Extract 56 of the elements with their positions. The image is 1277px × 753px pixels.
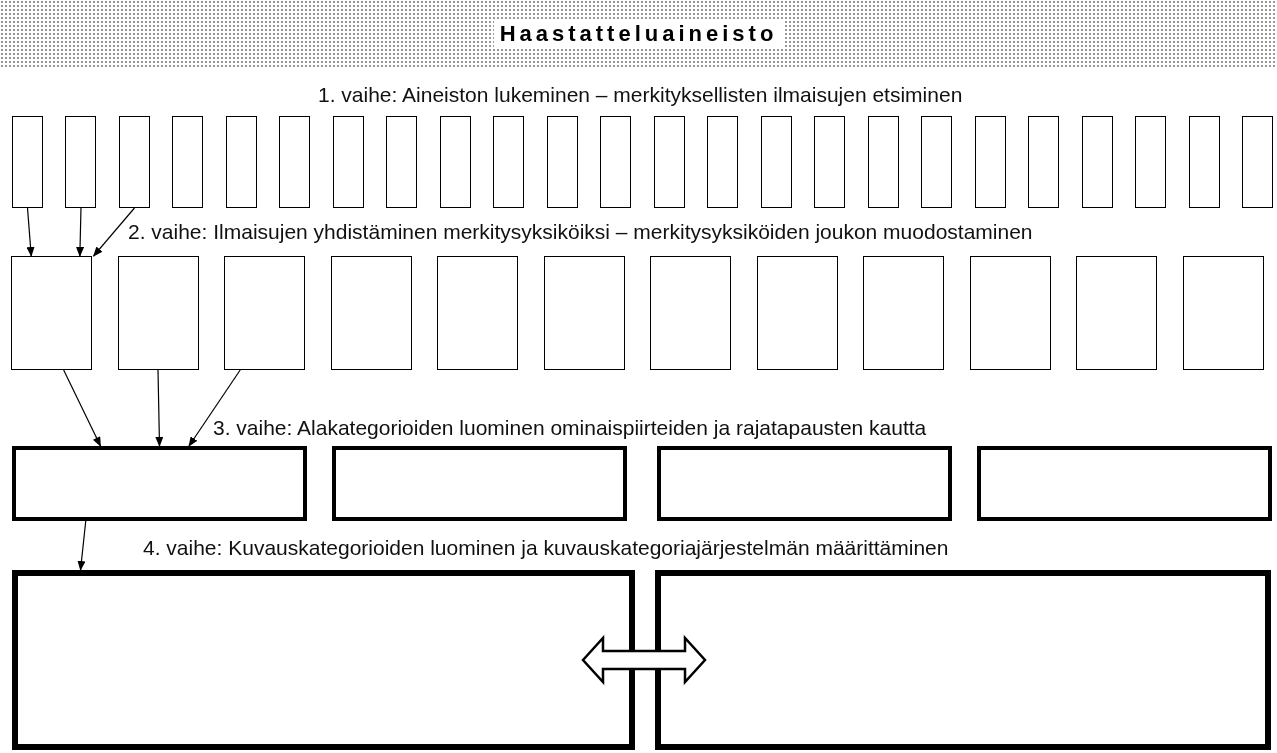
empty-box: [1076, 256, 1157, 370]
empty-box: [12, 446, 307, 521]
stage-heading: 4. vaihe: Kuvauskategorioiden luominen ja kuvauskategoriajärjestelmän määrittäminen: [143, 536, 949, 560]
arrow: [155, 369, 164, 447]
stage-heading: 1. vaihe: Aineiston lukeminen – merkityksellisten ilmaisujen etsiminen: [318, 83, 963, 107]
empty-box: [977, 446, 1272, 521]
arrow: [92, 207, 136, 257]
stage-heading: 2. vaihe: Ilmaisujen yhdistäminen merkitysyksiköiksi – merkitysyksiköiden joukon muodostaminen: [128, 220, 1033, 244]
empty-box: [437, 256, 518, 370]
empty-box: [117, 256, 199, 370]
empty-box: [969, 256, 1051, 370]
arrow: [63, 369, 102, 447]
empty-box: [225, 116, 257, 208]
empty-box: [118, 116, 150, 208]
title-band: [0, 0, 1277, 68]
stage-heading: 3. vaihe: Alakategorioiden luominen ominaispiirteiden ja rajatapausten kautta: [213, 416, 927, 440]
empty-box: [543, 256, 625, 370]
empty-box: [756, 256, 838, 370]
empty-box: [279, 116, 311, 208]
title-text: Haastatteluaineisto: [493, 21, 784, 47]
empty-box: [12, 116, 43, 208]
empty-box: [1135, 116, 1167, 208]
empty-box: [657, 446, 952, 521]
empty-box: [653, 116, 685, 208]
empty-box: [11, 256, 92, 370]
empty-box: [172, 116, 204, 208]
empty-box: [12, 570, 635, 750]
empty-box: [1242, 116, 1274, 208]
arrow: [76, 207, 85, 257]
empty-box: [332, 116, 364, 208]
empty-box: [1188, 116, 1220, 208]
empty-box: [650, 256, 731, 370]
empty-box: [1028, 116, 1060, 208]
empty-box: [814, 116, 846, 208]
empty-box: [760, 116, 792, 208]
empty-box: [1182, 256, 1264, 370]
empty-box: [439, 116, 471, 208]
empty-box: [224, 256, 305, 370]
empty-box: [707, 116, 739, 208]
empty-box: [332, 446, 627, 521]
empty-box: [386, 116, 418, 208]
empty-box: [330, 256, 412, 370]
arrow: [188, 369, 241, 447]
empty-box: [65, 116, 97, 208]
empty-box: [921, 116, 953, 208]
empty-box: [974, 116, 1006, 208]
arrow: [26, 207, 35, 257]
empty-box: [546, 116, 578, 208]
empty-box: [867, 116, 899, 208]
double-block-arrow: [581, 634, 707, 686]
empty-box: [863, 256, 944, 370]
empty-box: [493, 116, 525, 208]
empty-box: [655, 570, 1271, 750]
arrow: [77, 520, 87, 571]
empty-box: [600, 116, 632, 208]
empty-box: [1081, 116, 1113, 208]
